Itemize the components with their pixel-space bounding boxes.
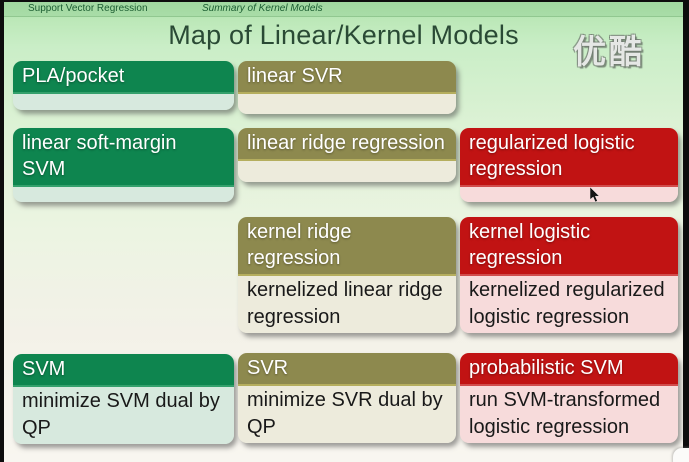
card-note-label: run SVM-transformed logistic regression: [460, 386, 678, 443]
page-title: Map of Linear/Kernel Models: [168, 20, 519, 50]
card-footer-strip: [13, 94, 234, 110]
card-header-label: linear ridge regression: [238, 128, 456, 161]
card-note-label: kernelized regularized logistic regressi…: [460, 276, 678, 333]
model-card-linear-svr: linear SVR: [238, 61, 456, 114]
card-header-label: kernel logistic regression: [460, 217, 678, 276]
model-card-regularized-logistic-regression: regularized logistic regression: [460, 128, 678, 202]
card-header-label: linear SVR: [238, 61, 456, 94]
card-header-label: SVR: [238, 353, 456, 386]
card-header-label: SVM: [13, 354, 234, 387]
card-footer-strip: [460, 187, 678, 202]
model-card-kernel-ridge-regression: kernel ridge regression kernelized linea…: [238, 217, 456, 333]
card-header-label: probabilistic SVM: [460, 353, 678, 386]
card-header-label: PLA/pocket: [13, 61, 234, 94]
card-note-label: minimize SVM dual by QP: [13, 387, 234, 444]
card-note-label: minimize SVR dual by QP: [238, 386, 456, 443]
card-header-label: regularized logistic regression: [460, 128, 678, 187]
model-card-svm: SVM minimize SVM dual by QP: [13, 354, 234, 444]
model-card-svr: SVR minimize SVR dual by QP: [238, 353, 456, 443]
frame-border-top: [0, 0, 689, 2]
youku-watermark: 优酷: [573, 33, 645, 70]
model-card-linear-soft-margin-svm: linear soft-margin SVM: [13, 128, 234, 202]
card-header-label: kernel ridge regression: [238, 217, 456, 276]
card-note-label: kernelized linear ridge regression: [238, 276, 456, 333]
frame-border-left: [0, 0, 4, 462]
breadcrumb-course: Support Vector Regression: [28, 3, 148, 14]
frame-border-right: [683, 0, 689, 462]
slide-header-band: [4, 2, 683, 17]
model-card-probabilistic-svm: probabilistic SVM run SVM-transformed lo…: [460, 353, 678, 443]
card-header-label: linear soft-margin SVM: [13, 128, 234, 187]
player-corner-artifact: [673, 448, 689, 462]
model-card-kernel-logistic-regression: kernel logistic regression kernelized re…: [460, 217, 678, 333]
card-footer-strip: [238, 94, 456, 114]
breadcrumb-section: Summary of Kernel Models: [202, 3, 323, 14]
card-footer-strip: [238, 161, 456, 182]
card-footer-strip: [13, 187, 234, 202]
model-card-linear-ridge-regression: linear ridge regression: [238, 128, 456, 182]
model-card-pla-pocket: PLA/pocket: [13, 61, 234, 110]
mouse-cursor-icon: [590, 187, 600, 203]
